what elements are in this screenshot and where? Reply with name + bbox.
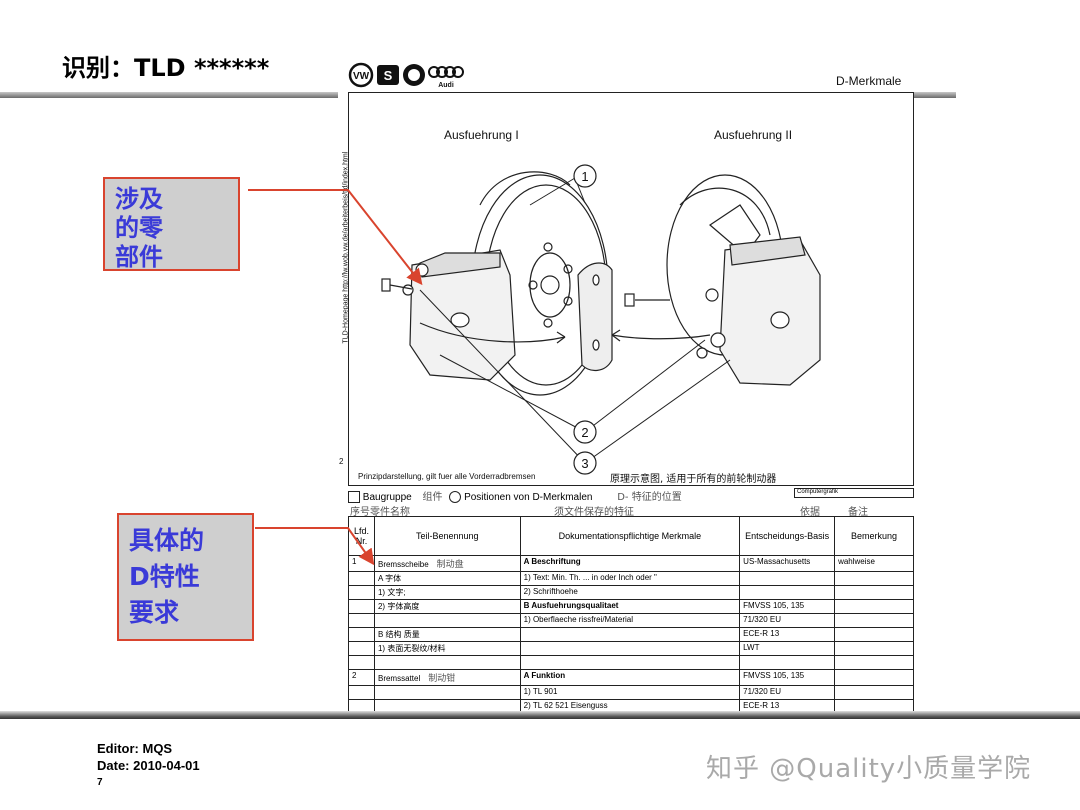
footer: Editor: MQS Date: 2010-04-01 7 — [97, 740, 200, 791]
cell-teil-cn: 制动盘 — [436, 560, 464, 570]
legend-positionen-cn: D- 特征的位置 — [617, 492, 682, 503]
credit-text: Computergrafik — [797, 489, 839, 495]
leader-lines — [419, 177, 731, 464]
doc-header-label: D-Merkmale — [836, 74, 902, 88]
top-divider-right — [914, 92, 956, 98]
cell-teil-text: A 字体 — [377, 574, 402, 583]
cell-basis-text: FMVSS 105, 135 — [743, 601, 805, 610]
cn-header-row: 序号 零件名称 须文件保存的特征 依据 备注 — [348, 503, 914, 518]
legend-positionen: Positionen von D-Merkmalen — [464, 492, 593, 503]
position-circle-icon — [449, 491, 462, 504]
table-body: 1 Bremsscheibe 制动盘 A Beschriftung US-Massach… — [348, 555, 914, 714]
cell-bemerkung-text: wahlweise — [838, 557, 875, 566]
cell-merkmal-text: 2) TL 62 521 Eisenguss — [523, 701, 608, 710]
cell-nr-text: 2 — [352, 671, 357, 680]
callout-d-features: 具体的 D特性 要求 — [117, 513, 254, 641]
th-basis: Entscheidungs-Basis — [739, 516, 836, 556]
slide-title: 识别：TLD ****** — [62, 54, 270, 82]
part-number-3: 3 — [581, 456, 588, 471]
bottom-divider — [0, 711, 1080, 719]
watermark: 知乎 @Quality小质量学院 — [706, 754, 1032, 784]
cn-header-merkmal: 须文件保存的特征 — [554, 507, 634, 518]
cell-teil-text: 1) 表面无裂纹/材料 — [377, 644, 446, 653]
cell-teil-text: 2) 字体高度 — [377, 602, 420, 611]
legend-baugruppe-cn: 组件 — [422, 492, 443, 503]
callout-parts: 涉及 的零 部件 — [103, 177, 240, 271]
legend-baugruppe: Baugruppe — [362, 492, 412, 503]
svg-text:S: S — [384, 68, 393, 83]
cell-merkmal-text: A Funktion — [523, 671, 566, 680]
arrow-to-d-features — [255, 527, 375, 566]
cn-header-basis: 依据 — [800, 507, 820, 518]
computergrafik-credit: Computergrafik — [794, 488, 914, 498]
cell-basis-text: US-Massachusetts — [743, 557, 811, 566]
cell-merkmal-text: 1) Text: Min. Th. ... in oder Inch oder … — [523, 573, 657, 582]
th-bemerkung: Bemerkung — [834, 516, 914, 556]
cell-teil-text: Bremsscheibe — [377, 560, 429, 569]
cn-header-bem: 备注 — [848, 507, 868, 518]
cell-teil-text: B 结构 质量 — [377, 630, 420, 639]
arrow-to-parts — [248, 189, 423, 286]
brake-caliper-right — [696, 236, 821, 386]
brake-pad — [577, 262, 613, 371]
caption-german: Prinzipdarstellung, gilt fuer alle Vorde… — [358, 472, 536, 481]
side-page-number: 2 — [339, 457, 344, 466]
cell-merkmal-text: 2) Schrifthoehe — [523, 587, 578, 596]
cell-nr-text: 1 — [352, 557, 357, 566]
variant-1-label: Ausfuehrung I — [444, 128, 519, 142]
cell-merkmal-text: 1) Oberflaeche rissfrei/Material — [523, 615, 633, 624]
svg-text:Audi: Audi — [438, 82, 454, 89]
cell-teil-text: 1) 文字; — [377, 588, 406, 597]
baugruppe-box-icon — [348, 491, 360, 504]
variant-2-label: Ausfuehrung II — [714, 128, 793, 142]
cn-header-nr: 序号 — [350, 507, 370, 518]
table-row: A 字体 1) Text: Min. Th. ... in oder Inch o… — [348, 571, 914, 586]
cell-teil-cn: 制动钳 — [428, 674, 456, 684]
part-numbers — [573, 164, 597, 475]
bolts — [381, 278, 670, 307]
drawing-frame — [348, 92, 914, 486]
cell-merkmal-text: B Ausfuehrungsqualitaet — [523, 601, 619, 610]
cell-basis-text: LWT — [743, 643, 760, 652]
cell-basis-text: ECE-R 13 — [743, 701, 780, 710]
cell-teil-text: Bremssattel — [377, 674, 421, 683]
table-row — [348, 655, 914, 670]
brand-logos-icon: VW S Audi — [348, 62, 464, 89]
cell-basis-text: 71/320 EU — [743, 687, 781, 696]
tld-table: Lfd. Nr. Teil-Benennung Dokumentationspf… — [348, 516, 914, 714]
part-number-2: 2 — [581, 425, 588, 440]
legend-row: Baugruppe 组件 Positionen von D-Merkmalen … — [348, 488, 914, 504]
cn-header-teil: 零件名称 — [370, 507, 410, 518]
th-teil: Teil-Benennung — [373, 516, 521, 556]
footer-page: 7 — [97, 777, 103, 788]
footer-editor: Editor: MQS — [97, 741, 173, 756]
cell-merkmal-text: A Beschriftung — [523, 557, 581, 566]
part-number-1: 1 — [581, 169, 588, 184]
table-row: 2 Bremssattel 制动钳 A Funktion FMVSS 105, 135 — [348, 669, 914, 686]
th-merkmal: Dokumentationspflichtige Merkmale — [519, 516, 741, 556]
top-divider-left — [0, 92, 338, 98]
brand-logos: VW S Audi — [348, 60, 478, 90]
brake-illustration: 1 2 3 — [381, 164, 821, 475]
footer-date: Date: 2010-04-01 — [97, 758, 200, 773]
caption-chinese: 原理示意图, 适用于所有的前轮制动器 — [610, 474, 777, 485]
cell-basis-text: ECE-R 13 — [743, 629, 780, 638]
cell-basis-text: 71/320 EU — [743, 615, 781, 624]
svg-text:VW: VW — [353, 71, 370, 82]
assembly-arrows — [419, 322, 711, 344]
cell-merkmal-text: 1) TL 901 — [523, 687, 558, 696]
table-row: 1) 文字; 2) Schrifthoehe — [348, 585, 914, 600]
cell-basis-text: FMVSS 105, 135 — [743, 671, 805, 680]
